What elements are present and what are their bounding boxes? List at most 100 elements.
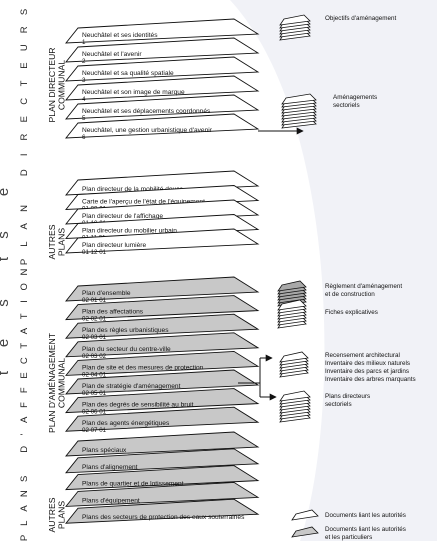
sheet-label: Plan directeur de l'affichage (82, 213, 163, 220)
sheet-code: 02 03 02 (82, 353, 107, 360)
sheet-label: Plan directeur lumière (82, 242, 146, 249)
spaced-letter: L (19, 241, 30, 246)
sheet-label: Neuchâtel et sa qualité spatiale (82, 70, 174, 77)
legend-grey-label-2: et les particuliers (325, 534, 372, 541)
sheet-1-1 (65, 185, 260, 210)
spaced-letter: N (19, 205, 30, 212)
spaced-letter: R (19, 26, 30, 33)
bleed-letter: t (0, 256, 12, 261)
spaced-letter: A (19, 505, 30, 512)
sheet-1-4 (65, 228, 260, 254)
sheet-code: 6 (82, 134, 86, 141)
sheet-label: Plan d'ensemble (82, 290, 131, 297)
sheet-2-5 (65, 369, 260, 395)
sheet-label: Neuchâtel et ses identités (82, 32, 158, 39)
sheet-label: Plan de site et des mesures de protectio… (82, 364, 204, 371)
sheet-code: 02 01 01 (82, 297, 107, 304)
icon-amenagements (281, 93, 317, 129)
group-title-2-1: COMMUNAL (57, 358, 67, 408)
spaced-letter: E (19, 372, 30, 378)
sheet-3-4 (65, 498, 260, 524)
sheet-0-5 (65, 113, 260, 139)
sheet-3-2 (65, 465, 260, 491)
icon-legend-white (291, 509, 319, 521)
label-plans-directeurs-1: Plans directeurs (325, 393, 370, 400)
sheet-code: 01 12 01 (82, 249, 107, 256)
icon-amenagements-sheet (281, 93, 317, 105)
sheet-label: Plan directeur du mobilier urbain (82, 228, 177, 235)
sheet-0-4 (65, 94, 260, 120)
spaced-letter: D (19, 446, 30, 453)
icon-plans-directeurs (279, 390, 311, 423)
sheet-label: Plans d'équipement (82, 497, 140, 504)
group-title-1-0: AUTRES (47, 224, 57, 259)
sheet-code: 02 03 01 (82, 334, 107, 341)
icon-fiches-sheet (277, 299, 307, 311)
spaced-letter: D (19, 169, 30, 176)
spaced-letter: E (19, 62, 30, 68)
spaced-letter: T (19, 313, 30, 319)
label-recensement-4: Inventaire des arbres marquants (325, 376, 416, 383)
icon-legend-grey (291, 526, 319, 538)
sheet-1-0 (65, 170, 260, 196)
spaced-letter: F (19, 402, 30, 408)
group-title-0-1: COMMUNAL (57, 60, 67, 110)
sheet-label: Neuchâtel, une gestion urbanistique d'av… (82, 127, 213, 134)
icon-reglement (277, 280, 307, 307)
spaced-letter: I (19, 154, 30, 157)
sheet-label: Plans d'alignement (82, 464, 138, 471)
sheet-label: Plans de quartier et de lotissement (82, 481, 184, 488)
sheet-3-3 (65, 481, 260, 507)
spaced-letter: N (19, 490, 30, 497)
legend-white-label: Documents liant les autorités (325, 512, 406, 519)
sheet-code: 02 05 01 (82, 390, 107, 397)
sheet-2-7 (65, 406, 260, 432)
spaced-letter: S (19, 9, 30, 15)
sheet-label: Plan des règles urbanistiques (82, 327, 169, 334)
spaced-letter: R (19, 133, 30, 140)
sheet-2-2 (65, 313, 260, 339)
group-title-1-1: PLANS (57, 228, 67, 256)
label-amenagements-2: sectoriels (333, 102, 360, 109)
bleed-letter: s (0, 231, 12, 239)
icon-objectifs-sheet (279, 14, 311, 26)
label-fiches: Fiches explicatives (325, 309, 378, 316)
sheet-code: 02 07 01 (82, 427, 107, 434)
right-side-labels: Objectifs d'aménagement Aménagements sec… (325, 15, 416, 541)
spaced-letter: C (19, 98, 30, 105)
icon-plans-directeurs-sheet (279, 390, 311, 402)
bleed-letter: e (0, 188, 12, 196)
label-reglement-2: et de construction (325, 291, 375, 298)
sheet-code: 02 02 01 (82, 316, 107, 323)
group-title-3-1: PLANS (57, 501, 67, 529)
sheet-code: 1 (82, 39, 86, 46)
sheet-2-3 (65, 332, 260, 358)
icon-objectifs (279, 14, 311, 41)
sheet-code: 3 (82, 77, 86, 84)
label-amenagements-1: Aménagements (333, 94, 377, 101)
spaced-letter: O (19, 283, 30, 290)
group-title-0-0: PLAN DIRECTEUR (47, 48, 57, 123)
sheet-label: Plan des affectations (82, 309, 144, 316)
icon-fiches (277, 299, 307, 329)
group-title-2-0: PLAN D'AMÉNAGEMENT (47, 332, 57, 433)
label-plans-directeurs-2: sectoriels (325, 401, 352, 408)
sheet-2-4 (65, 350, 260, 376)
icon-recensement-sheet (279, 351, 309, 363)
spaced-letter: P (19, 259, 30, 265)
sheet-label: Carte de l'aperçu de l'état de l'équipem… (82, 199, 205, 206)
sheet-label: Neuchâtel et l'avenir (82, 51, 142, 58)
spaced-letter: F (19, 387, 30, 393)
spaced-letter: I (19, 300, 30, 303)
sheet-0-0 (65, 18, 260, 44)
sheet-3-1 (65, 448, 260, 474)
spaced-letter: C (19, 357, 30, 364)
sheet-label: Neuchâtel et son image de marque (82, 89, 185, 96)
spaced-letter: S (19, 476, 30, 482)
sheet-code: 02 04 01 (82, 371, 107, 378)
sheet-code: 5 (82, 115, 86, 122)
